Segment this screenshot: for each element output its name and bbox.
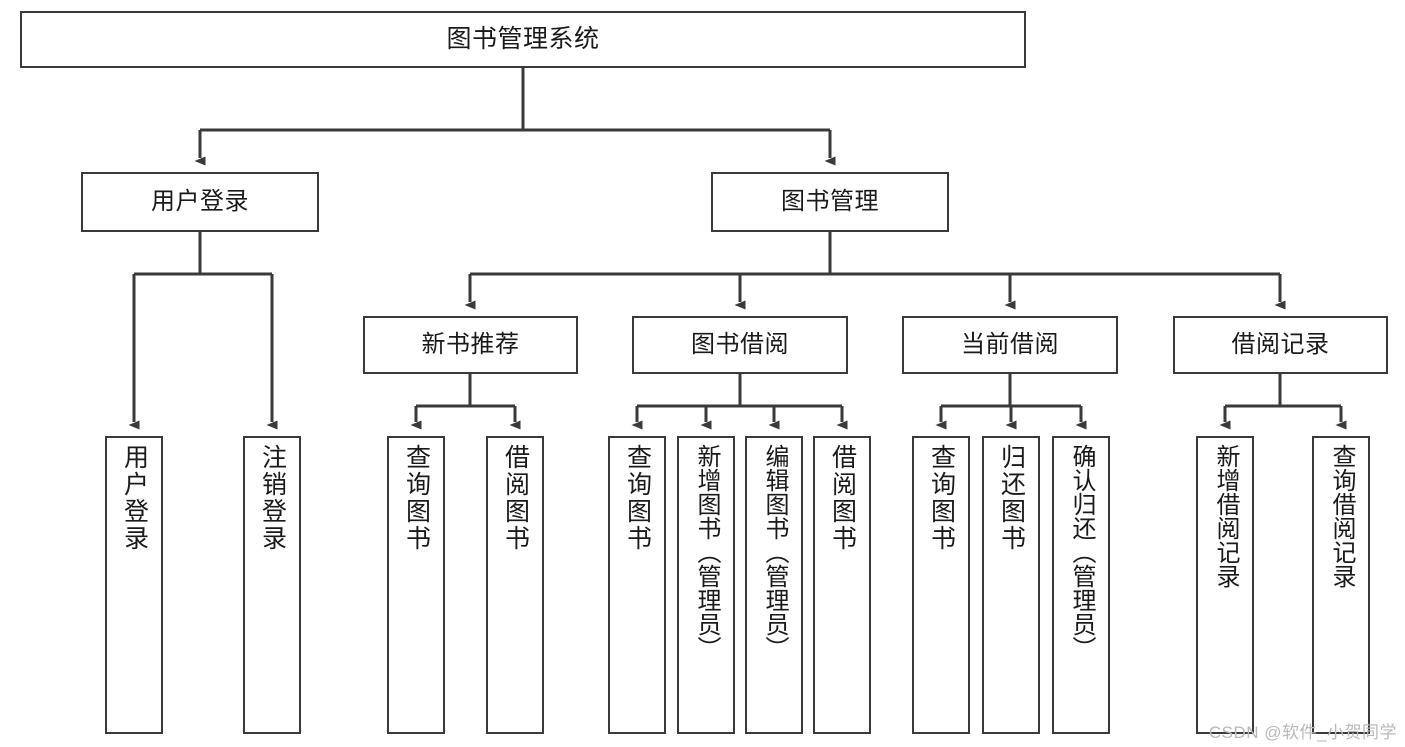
node-leaf-query-record[interactable]: 查询借阅记录 xyxy=(1312,436,1370,734)
node-leaf-user-login[interactable]: 用户登录 xyxy=(105,436,163,734)
node-leaf-query-book-3[interactable]: 查询图书 xyxy=(912,436,970,734)
watermark-text: CSDN @软件_小贺同学 xyxy=(1208,723,1397,742)
node-leaf-return-book-label: 归还图书 xyxy=(997,444,1026,552)
node-leaf-user-logout-label: 注销登录 xyxy=(258,444,287,552)
node-current-borrow[interactable]: 当前借阅 xyxy=(902,316,1118,374)
node-leaf-borrow-book-1-label: 借阅图书 xyxy=(501,444,530,552)
node-leaf-query-book-2-label: 查询图书 xyxy=(623,444,652,552)
node-new-book-recommend[interactable]: 新书推荐 xyxy=(363,316,578,374)
node-book-borrow[interactable]: 图书借阅 xyxy=(632,316,848,374)
node-leaf-user-logout[interactable]: 注销登录 xyxy=(243,436,301,734)
node-book-management-label: 图书管理 xyxy=(781,188,879,216)
node-leaf-borrow-book-2[interactable]: 借阅图书 xyxy=(813,436,871,734)
node-borrow-record-label: 借阅记录 xyxy=(1231,331,1330,359)
node-leaf-user-login-label: 用户登录 xyxy=(120,444,149,552)
node-root[interactable]: 图书管理系统 xyxy=(20,11,1026,68)
node-book-management[interactable]: 图书管理 xyxy=(711,172,949,232)
node-leaf-borrow-book-2-label: 借阅图书 xyxy=(828,444,857,552)
node-book-borrow-label: 图书借阅 xyxy=(691,331,789,359)
node-leaf-confirm-return[interactable]: 确认归还（管理员） xyxy=(1052,436,1110,734)
node-leaf-add-record-label: 新增借阅记录 xyxy=(1212,444,1239,588)
node-leaf-add-book[interactable]: 新增图书（管理员） xyxy=(677,436,735,734)
node-borrow-record[interactable]: 借阅记录 xyxy=(1173,316,1388,374)
node-user-login[interactable]: 用户登录 xyxy=(81,172,319,232)
node-new-book-recommend-label: 新书推荐 xyxy=(421,331,520,359)
node-leaf-return-book[interactable]: 归还图书 xyxy=(982,436,1040,734)
node-leaf-query-book-1-label: 查询图书 xyxy=(402,444,431,552)
node-leaf-add-book-label: 新增图书（管理员） xyxy=(693,444,720,660)
node-root-label: 图书管理系统 xyxy=(446,25,600,53)
node-leaf-confirm-return-label: 确认归还（管理员） xyxy=(1068,444,1095,660)
node-current-borrow-label: 当前借阅 xyxy=(961,331,1059,359)
node-leaf-add-record[interactable]: 新增借阅记录 xyxy=(1196,436,1254,734)
node-leaf-edit-book-label: 编辑图书（管理员） xyxy=(761,444,788,660)
node-leaf-query-book-1[interactable]: 查询图书 xyxy=(387,436,445,734)
node-leaf-query-book-2[interactable]: 查询图书 xyxy=(608,436,666,734)
node-user-login-label: 用户登录 xyxy=(151,188,249,216)
node-leaf-query-record-label: 查询借阅记录 xyxy=(1328,444,1355,588)
node-leaf-edit-book[interactable]: 编辑图书（管理员） xyxy=(745,436,803,734)
node-leaf-query-book-3-label: 查询图书 xyxy=(927,444,956,552)
node-leaf-borrow-book-1[interactable]: 借阅图书 xyxy=(486,436,544,734)
